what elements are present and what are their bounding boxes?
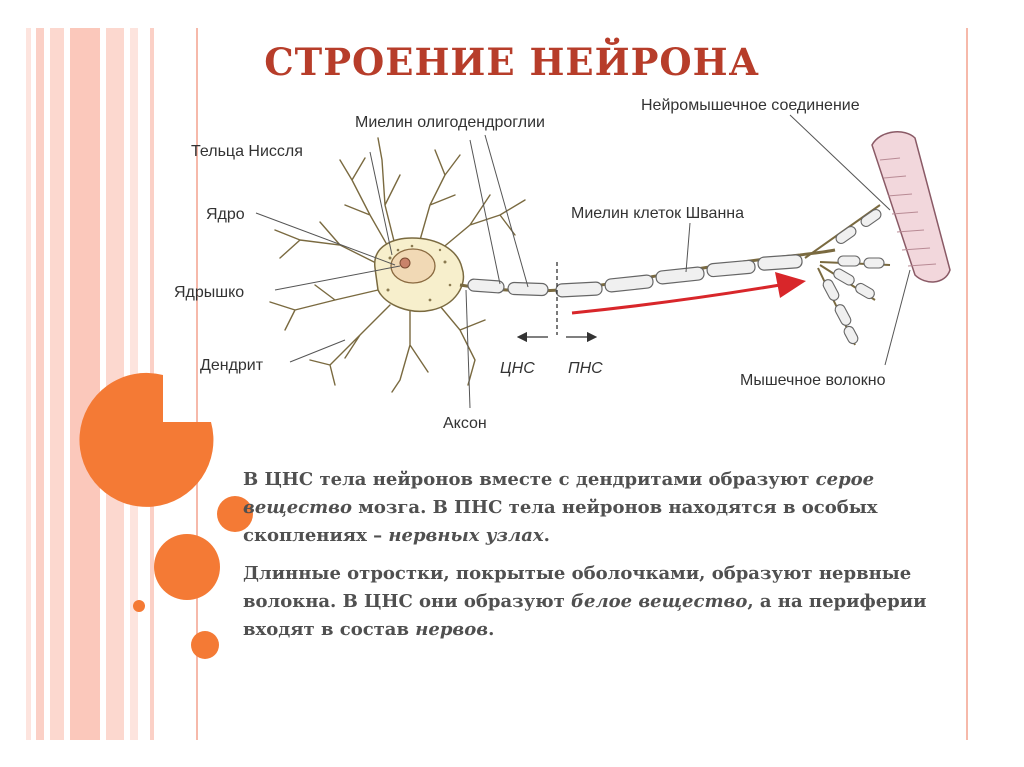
label-schwann: Миелин клеток Шванна (571, 205, 744, 222)
circle-tiny (133, 600, 145, 612)
muscle-fiber (871, 131, 951, 283)
nissl-bodies (386, 244, 452, 302)
label-nucleolus: Ядрышко (174, 284, 244, 301)
paragraph-1: В ЦНС тела нейронов вместе с дендритами … (243, 469, 878, 546)
label-cns: ЦНС (500, 360, 535, 377)
label-pns: ПНС (568, 360, 603, 377)
nucleus (390, 248, 436, 284)
term-gray-matter: серое вещество (243, 469, 875, 518)
label-muscle-fiber: Мышечное волокно (740, 372, 886, 389)
myelin-sheaths (467, 254, 803, 298)
axon-terminals (804, 204, 891, 346)
nucleolus (399, 257, 411, 269)
label-axon: Аксон (443, 415, 487, 432)
page-title: СТРОЕНИЕ НЕЙРОНА (264, 40, 760, 84)
term-white-matter: белое вещество (571, 591, 748, 612)
leader-lines (255, 114, 911, 409)
circle-small-1 (217, 496, 253, 532)
dendrites (269, 137, 526, 393)
term-nerves: нервов (415, 619, 489, 640)
signal-arrow (571, 283, 781, 315)
label-nucleus: Ядро (206, 206, 245, 223)
term-ganglia: нервных узлах (388, 525, 544, 546)
signal-arrowhead (775, 272, 806, 298)
label-nissl: Тельца Ниссля (191, 143, 303, 160)
label-dendrite: Дендрит (200, 357, 264, 374)
label-myelin-oligo: Миелин олигодендроглии (355, 114, 545, 131)
label-neuromuscular: Нейромышечное соединение (641, 97, 860, 114)
circle-small-2 (191, 631, 219, 659)
circle-medium (154, 534, 220, 600)
paragraph-2: Длинные отростки, покрытые оболочками, о… (243, 563, 927, 640)
large-circle-cut (79, 372, 214, 507)
